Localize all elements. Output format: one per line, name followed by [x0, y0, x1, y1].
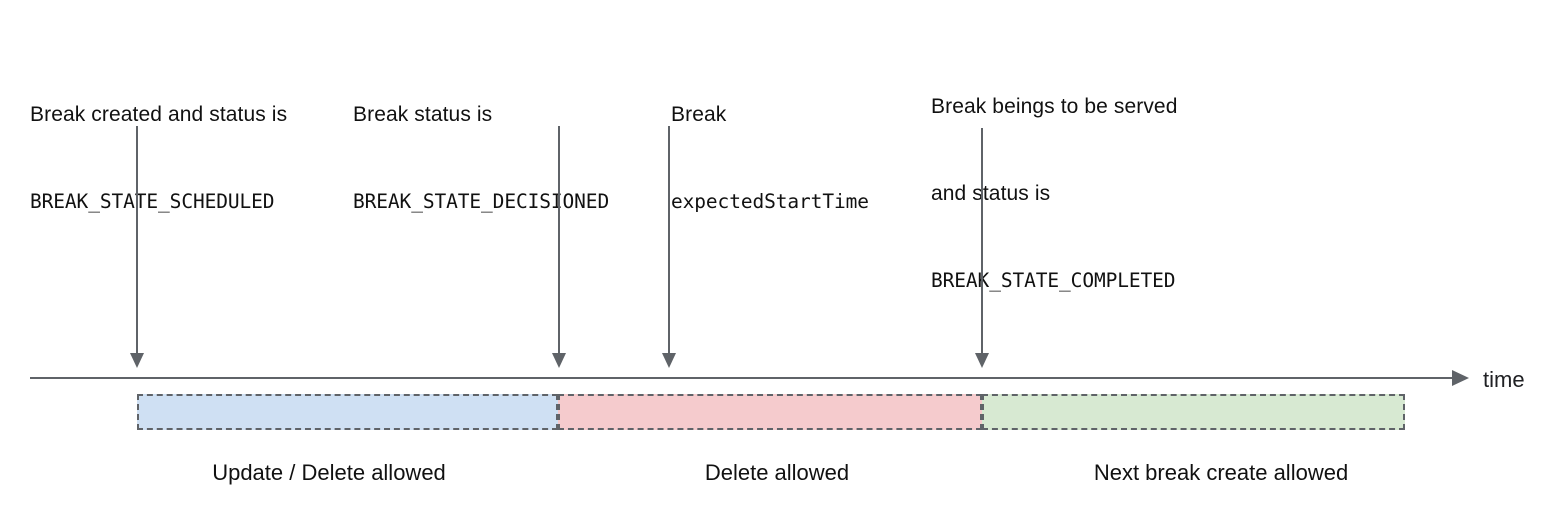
annotation-expected-start: Break expectedStartTime [671, 42, 869, 274]
event-pointer-expected-start-line [668, 126, 670, 357]
event-pointer-expected-start-arrowhead [662, 353, 676, 368]
annotation-decisioned: Break status is BREAK_STATE_DECISIONED [353, 42, 609, 274]
annotation-decisioned-state: BREAK_STATE_DECISIONED [353, 190, 610, 213]
phase-caption-scheduled: Update / Delete allowed [212, 460, 446, 485]
annotation-expected-start-text: Break [671, 103, 727, 126]
event-pointer-completed-arrowhead [975, 353, 989, 368]
event-pointer-decisioned-line [558, 126, 560, 357]
event-pointer-created-arrowhead [130, 353, 144, 368]
annotation-expected-start-field: expectedStartTime [671, 190, 869, 213]
event-pointer-decisioned-arrowhead [552, 353, 566, 368]
phase-caption-decisioned: Delete allowed [704, 460, 850, 485]
annotation-created-text: Break created and status is [30, 103, 288, 126]
phase-bar-scheduled [137, 394, 558, 430]
event-pointer-created-line [136, 126, 138, 357]
annotation-completed: Break beings to be served and status is … [931, 34, 1177, 353]
annotation-created: Break created and status is BREAK_STATE_… [30, 42, 287, 274]
time-axis-arrowhead [1452, 370, 1469, 386]
time-axis-label: time [1483, 367, 1525, 392]
annotation-decisioned-text: Break status is [353, 103, 493, 126]
event-pointer-completed-line [981, 128, 983, 357]
phase-caption-completed: Next break create allowed [1093, 460, 1349, 485]
annotation-completed-state: BREAK_STATE_COMPLETED [931, 269, 1176, 292]
annotation-created-state: BREAK_STATE_SCHEDULED [30, 190, 275, 213]
time-axis-line [30, 377, 1453, 379]
annotation-completed-text-line1: Break beings to be served [931, 95, 1178, 118]
phase-bar-completed [982, 394, 1405, 430]
phase-bar-decisioned [558, 394, 982, 430]
annotation-completed-text-line2: and status is [931, 182, 1051, 205]
